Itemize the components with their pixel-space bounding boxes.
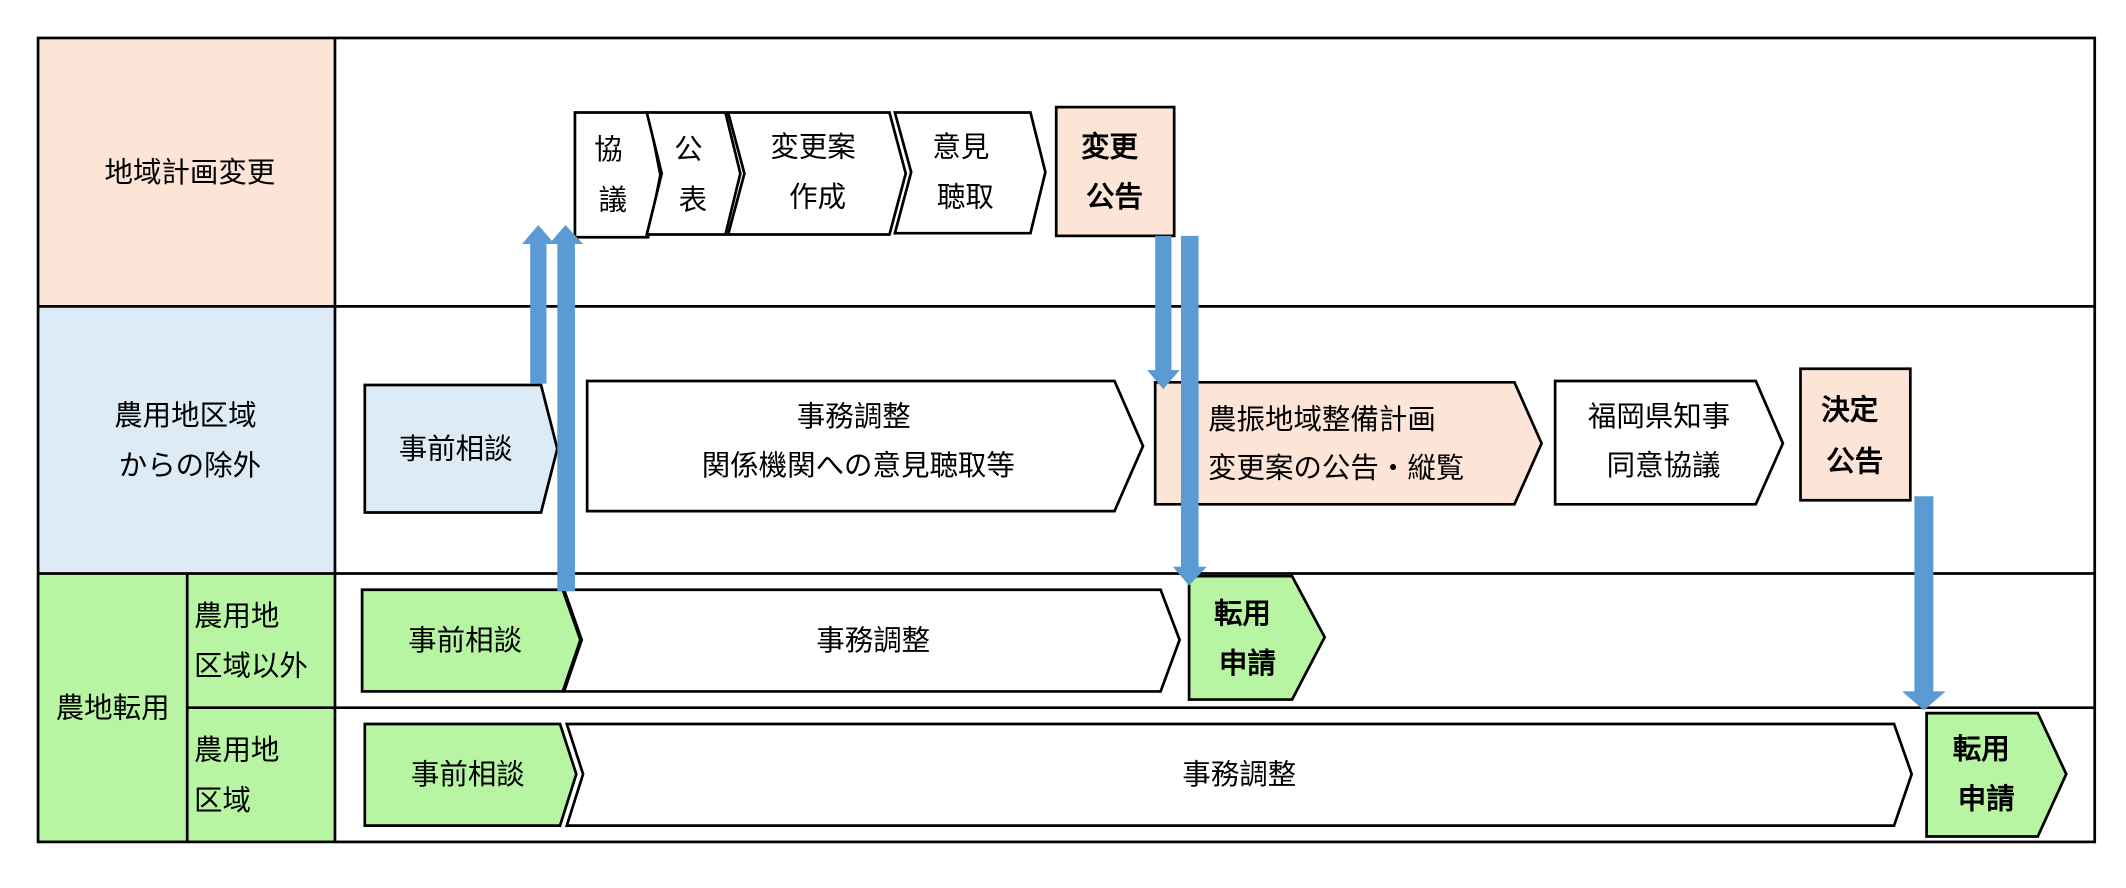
step-label-line: 決定 — [1821, 393, 1878, 426]
step-label-line: 公告 — [1086, 180, 1143, 213]
step-administrative-coordination: 事務調整 関係機関への意見聴取等 — [585, 379, 1145, 513]
step-label-line: 転用 — [1953, 732, 2010, 765]
step-label-line: 変更 — [1081, 130, 1138, 163]
step-prior-consultation-shape — [363, 383, 559, 514]
step-conversion-application-inside-label: 転用 申請 — [1953, 732, 2020, 815]
step-conversion-application-outside: 転用 申請 — [1187, 574, 1327, 701]
step-publication: 公 表 — [645, 111, 742, 236]
row-label-line: 農地転用 — [56, 691, 170, 724]
step-hearing: 意見 聴取 — [893, 111, 1047, 235]
step-label-line: 公 — [674, 133, 702, 166]
row-label-line: からの除外 — [119, 449, 261, 482]
step-coordination-inside: 事務調整 — [564, 722, 1914, 827]
step-change-notice: 変更 公告 — [1054, 105, 1176, 238]
down-arrow-icon — [1902, 496, 1946, 711]
step-plan-public-notice-shape — [1153, 380, 1544, 506]
step-prior-consultation-inside-shape — [363, 722, 578, 827]
step-coordination-outside-shape — [562, 588, 1182, 693]
step-label-line: 表 — [679, 183, 707, 216]
step-label-line: 意見 — [932, 130, 989, 163]
step-draft-change-shape — [726, 111, 908, 236]
subrow-label-outside-area: 農用地 区域以外 — [194, 599, 308, 682]
step-decision-notice: 決定 公告 — [1799, 367, 1912, 502]
step-administrative-coordination-shape — [585, 379, 1145, 513]
step-label-line: 申請 — [1958, 782, 2015, 815]
row-label-conversion: 農地転用 — [56, 691, 170, 724]
step-administrative-coordination-label: 事務調整 関係機関への意見聴取等 — [702, 400, 1015, 482]
step-change-notice-shape — [1054, 105, 1176, 238]
step-label-line: 作成 — [789, 180, 846, 213]
step-governor-consent: 福岡県知事 同意協議 — [1553, 379, 1785, 506]
step-label-line: 事前相談 — [408, 623, 522, 656]
step-governor-consent-shape — [1553, 379, 1785, 506]
row-label-line: 地域計画変更 — [104, 156, 275, 189]
header-cell-exclusion — [38, 306, 335, 574]
down-arrow-icon — [1147, 235, 1180, 390]
step-label-line: 事前相談 — [399, 432, 513, 465]
step-plan-public-notice-label: 農振地域整備計画 変更案の公告・縦覧 — [1208, 402, 1464, 484]
table-grid — [36, 36, 2097, 844]
step-label-line: 同意協議 — [1607, 449, 1721, 482]
step-label-line: 福岡県知事 — [1588, 400, 1730, 433]
up-arrow-icon — [522, 225, 555, 384]
step-label-line: 協 — [594, 133, 622, 166]
step-label-line: 議 — [599, 183, 627, 216]
step-label-line: 変更案 — [770, 130, 855, 163]
step-label-line: 関係機関への意見聴取等 — [702, 449, 1015, 482]
row-label-line: 農用地区域 — [114, 398, 256, 431]
step-decision-notice-shape — [1799, 367, 1912, 502]
step-conversion-application-outside-label: 転用 申請 — [1214, 596, 1281, 679]
step-coordination-outside-label: 事務調整 — [816, 623, 930, 656]
step-consultation-shape — [573, 111, 662, 239]
step-governor-consent-label: 福岡県知事 同意協議 — [1588, 400, 1739, 482]
table-border — [36, 36, 2097, 844]
step-prior-consultation-label: 事前相談 — [399, 432, 513, 465]
subrow-label-inside-area: 農用地 区域 — [194, 733, 288, 816]
step-conversion-application-inside: 転用 申請 — [1925, 711, 2068, 838]
row-label-regional-plan: 地域計画変更 — [104, 156, 275, 189]
step-label-line: 事務調整 — [797, 400, 911, 433]
step-label-line: 申請 — [1219, 646, 1276, 679]
step-label-line: 変更案の公告・縦覧 — [1208, 451, 1464, 484]
step-hearing-shape — [893, 111, 1047, 235]
step-change-notice-label: 変更 公告 — [1081, 130, 1148, 213]
subrow-label-line: 区域以外 — [194, 649, 308, 682]
step-coordination-inside-label: 事務調整 — [1182, 758, 1296, 791]
step-label-line: 転用 — [1214, 596, 1271, 629]
step-label-line: 事務調整 — [816, 623, 930, 656]
step-label-line: 公告 — [1826, 444, 1883, 477]
row-label-exclusion: 農用地区域 からの除外 — [114, 398, 265, 481]
subrow-label-line: 農用地 — [194, 599, 279, 632]
subrow-label-line: 区域 — [194, 783, 251, 816]
step-prior-consultation: 事前相談 — [363, 383, 559, 514]
subrow-label-line: 農用地 — [194, 733, 279, 766]
step-consultation: 協 議 — [573, 111, 662, 239]
step-conversion-application-inside-shape — [1925, 711, 2068, 838]
header-cell-regional-plan — [38, 37, 335, 307]
step-label-line: 事務調整 — [1182, 758, 1296, 791]
step-label-line: 農振地域整備計画 — [1208, 402, 1436, 435]
step-prior-consultation-inside-label: 事前相談 — [411, 758, 525, 791]
step-draft-change-label: 変更案 作成 — [770, 130, 864, 213]
step-decision-notice-label: 決定 公告 — [1821, 393, 1888, 478]
step-conversion-application-outside-shape — [1187, 574, 1327, 701]
up-arrow-icon — [549, 225, 584, 592]
step-plan-public-notice: 農振地域整備計画 変更案の公告・縦覧 — [1153, 380, 1544, 506]
step-publication-label: 公 表 — [674, 133, 712, 216]
step-label-line: 事前相談 — [411, 758, 525, 791]
step-publication-shape — [645, 111, 742, 236]
step-prior-consultation-inside: 事前相談 — [363, 722, 578, 827]
step-hearing-label: 意見 聴取 — [932, 130, 998, 213]
step-prior-consultation-outside: 事前相談 — [360, 588, 582, 693]
step-coordination-outside: 事務調整 — [562, 588, 1182, 693]
step-prior-consultation-outside-label: 事前相談 — [408, 623, 522, 656]
step-consultation-label: 協 議 — [594, 133, 632, 216]
step-label-line: 聴取 — [937, 180, 994, 213]
down-arrow-icon — [1172, 235, 1207, 586]
step-coordination-inside-shape — [564, 722, 1914, 827]
step-draft-change: 変更案 作成 — [726, 111, 908, 236]
